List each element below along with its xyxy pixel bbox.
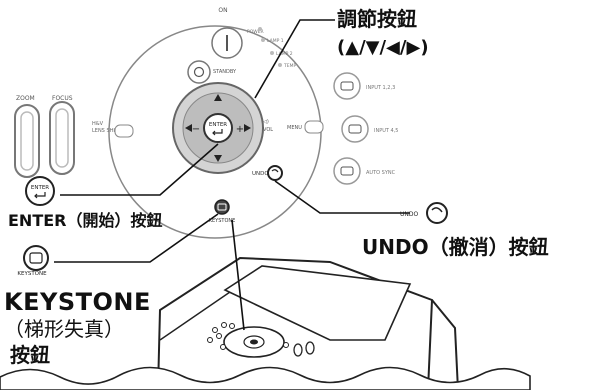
adjust-arrows-label: (▲/▼/◀/▶) [337,37,429,58]
enter-icon [25,176,55,206]
temp-text: TEMP [283,63,296,69]
auto-sync-text: AUTO SYNC [366,170,396,176]
arrow-left-icon[interactable] [185,124,192,132]
keystone-body-leader-line [231,219,245,331]
on-text: ON [218,7,227,14]
power-indicator-text: POWER [247,29,264,35]
adjust-leader-line [254,19,335,99]
projector-side [431,299,459,390]
enter-return-icon [212,129,223,136]
menu-button[interactable] [304,120,324,134]
svg-text:ENTER: ENTER [31,185,49,191]
arrow-down-icon[interactable] [214,155,222,162]
projector-slider [305,341,315,355]
arrow-right-icon[interactable] [244,124,251,132]
undo-icon [271,169,279,173]
keystone-button[interactable] [214,199,230,215]
enter-label: ENTER（開始）按鈕 [8,211,163,230]
standby-text: STANDBY [213,69,237,75]
adjust-buttons-label: 調節按鈕 [337,7,417,31]
keystone-leader-line [54,213,219,263]
undo-icon-callout [426,202,448,224]
undo-label: UNDO（撤消）按鈕 [362,235,549,259]
lamp2-text: LAMP 2 [276,51,293,57]
svg-text:UNDO: UNDO [400,211,419,218]
wavy-surface [0,366,531,390]
vol-text: VOL [263,127,273,133]
lens-shift-button[interactable] [114,124,134,138]
auto-sync-button[interactable] [333,157,361,185]
input-icon [340,81,354,91]
svg-text:+: + [236,124,244,135]
keystone-panel-text: KEYSTONE [209,218,236,224]
keystone-label: KEYSTONE [4,288,151,316]
lamp1-text: LAMP 1 [267,38,284,44]
hv-text: H&V [92,121,104,127]
input-icon [348,124,362,134]
undo-leader-line [274,180,410,214]
keystone-sub-label: （梯形失真） [4,317,124,341]
zoom-slider[interactable] [14,104,40,178]
keystone-icon [23,245,49,271]
input-123-button[interactable] [333,72,361,100]
standby-button[interactable] [187,60,211,84]
input-123-text: INPUT 1,2,3 [366,85,395,91]
enter-button[interactable] [203,113,233,143]
menu-text: MENU [287,125,302,131]
auto-sync-icon [340,166,354,176]
undo-button[interactable] [267,165,283,181]
svg-text:◁): ◁) [263,119,269,125]
enter-leader-line [60,143,219,196]
undo-panel-text: UNDO [252,171,269,177]
input-45-button[interactable] [341,115,369,143]
keystone-panel-icon [217,203,227,211]
enter-text: ENTER [209,122,227,128]
keystone-button-label: 按鈕 [10,343,50,367]
projector-top-panel [223,265,412,341]
projector-slider [293,343,303,357]
lens-shift-text: LENS SHIFT [92,128,122,134]
focus-text: FOCUS [52,95,73,102]
arrow-up-icon[interactable] [214,94,222,101]
input-45-text: INPUT 4,5 [374,128,399,134]
focus-slider[interactable] [49,101,75,175]
svg-text:KEYSTONE: KEYSTONE [17,271,47,277]
zoom-text: ZOOM [16,95,35,102]
standby-icon [193,66,205,78]
svg-text:−: − [192,124,200,135]
